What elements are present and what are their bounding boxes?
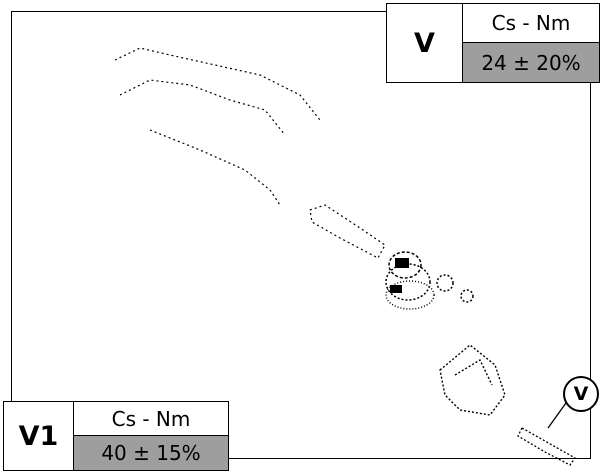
drum-part	[439, 344, 506, 416]
lever-part	[114, 47, 321, 121]
drawing-frame	[11, 11, 591, 459]
table-unit: Cs - Nm	[463, 4, 599, 43]
torque-table-v1: V1 Cs - Nm 40 ± 15%	[3, 401, 229, 471]
table-code: V	[387, 4, 463, 82]
table-value: 40 ± 15%	[74, 436, 228, 470]
table-code: V1	[4, 402, 74, 470]
torque-table-v: V Cs - Nm 24 ± 20%	[386, 3, 600, 83]
table-unit: Cs - Nm	[74, 402, 228, 436]
spindle-part	[309, 204, 386, 259]
callout-leader	[547, 402, 567, 429]
table-value: 24 ± 20%	[463, 43, 599, 82]
screw-v	[517, 427, 576, 466]
callout-v: V	[563, 376, 599, 412]
